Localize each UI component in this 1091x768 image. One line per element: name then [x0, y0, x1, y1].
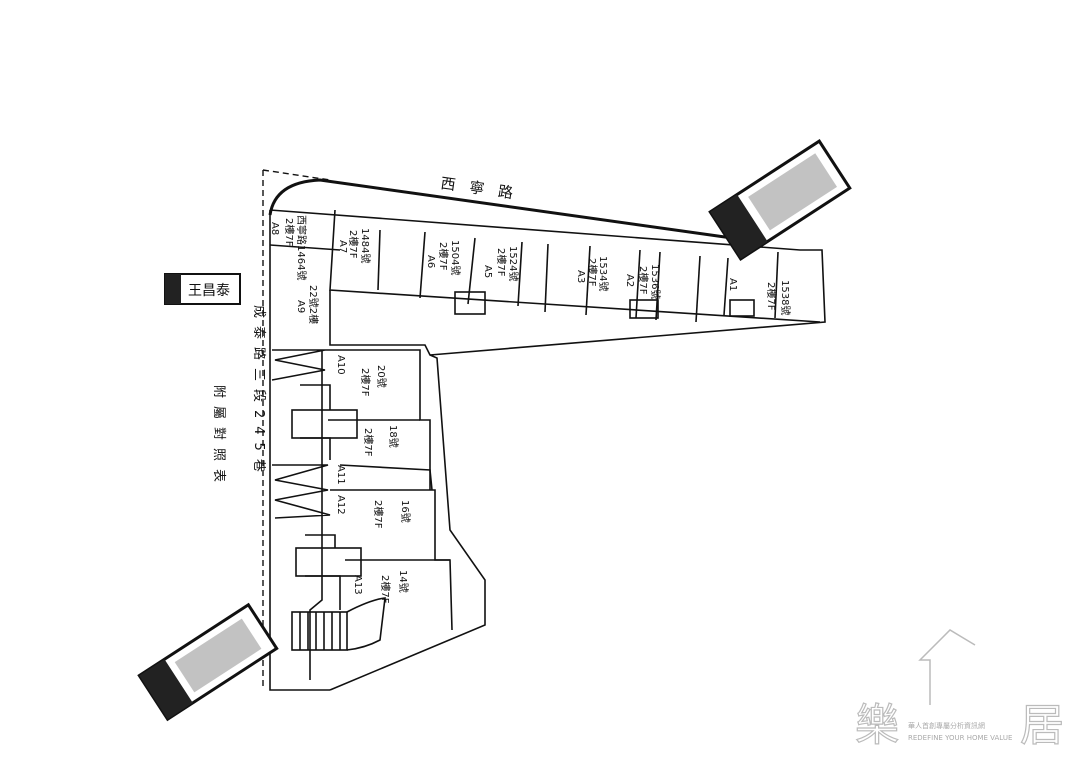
- unit-address: 20號: [375, 365, 388, 388]
- watermark-tagline-cn: 華人首創專屬分析資訊網: [908, 721, 985, 730]
- unit-address: 西寧路1464號: [295, 215, 308, 280]
- strip-outline: [269, 209, 826, 356]
- unit-floor: 2樓7F: [765, 282, 778, 311]
- unit-address: 16號: [399, 500, 412, 523]
- unit-id: A1: [727, 278, 738, 291]
- wall: [419, 231, 426, 299]
- unit-address: 1524號: [507, 246, 520, 281]
- unit-id: A11: [335, 465, 346, 485]
- unit-floor: 2樓7F: [347, 230, 360, 259]
- unit-floor: 2樓7F: [379, 575, 392, 604]
- unit-id: A7: [337, 240, 348, 253]
- watermark-tagline-en: REDEFINE YOUR HOME VALUE: [908, 734, 1012, 742]
- legend-label: 附屬對照表: [211, 385, 226, 490]
- unit-id: A8: [269, 222, 280, 235]
- staircase: [291, 597, 386, 651]
- unit-id: A13: [352, 575, 363, 595]
- unit-floor: 2樓7F: [586, 258, 599, 287]
- unit-floor: 2樓7F: [637, 266, 650, 295]
- unit-floor: 2樓7F: [437, 242, 450, 271]
- stair-box: [295, 547, 362, 577]
- unit-floor: 2樓7F: [362, 428, 375, 457]
- stair-box: [454, 291, 486, 315]
- lower-outline: [329, 290, 486, 691]
- unit-address: 1536號: [649, 264, 662, 299]
- unit-address: 1504號: [449, 240, 462, 275]
- wall: [635, 249, 641, 319]
- wall: [309, 350, 323, 680]
- boundary-dashed-top: [262, 169, 331, 181]
- watermark-char-right: 居: [1020, 700, 1064, 751]
- unit-floor: 2樓7F: [372, 500, 385, 529]
- wall: [269, 244, 341, 251]
- unit-address: 18號: [387, 425, 400, 448]
- wall: [655, 251, 661, 321]
- stair-box: [729, 299, 755, 317]
- unit-id: A5: [482, 265, 493, 278]
- wall: [774, 251, 779, 319]
- unit-address: 1534號: [597, 256, 610, 291]
- wall: [377, 229, 381, 291]
- unit-floor: 22號2樓: [307, 285, 320, 324]
- wall: [723, 257, 729, 316]
- stair-box: [629, 299, 659, 319]
- stamp-left: 王昌泰: [164, 273, 241, 305]
- unit-floor: 2樓7F: [495, 248, 508, 277]
- unit-id: A12: [335, 495, 346, 515]
- wall: [585, 245, 591, 316]
- unit-id: A9: [295, 300, 306, 313]
- wall: [300, 384, 341, 610]
- wall: [339, 464, 433, 491]
- unit-id: A2: [624, 274, 635, 287]
- wall: [467, 237, 476, 305]
- watermark-char-left: 樂: [855, 700, 899, 751]
- unit-id: A6: [425, 255, 436, 268]
- unit-floor: 2樓7F: [359, 368, 372, 397]
- stamp-bottom-left: [137, 602, 279, 722]
- unit-id: A10: [335, 355, 346, 375]
- wall: [544, 243, 549, 313]
- unit-address: 1484號: [359, 228, 372, 263]
- parking-marks: [271, 349, 331, 519]
- unit-address: 14號: [397, 570, 410, 593]
- unit-address: 1538號: [779, 280, 792, 315]
- stair-box: [291, 409, 358, 439]
- road-edge: [268, 178, 733, 240]
- unit-floor: 2樓7F: [283, 218, 296, 247]
- stamp-top-right: [708, 139, 852, 261]
- outline-left: [269, 210, 330, 691]
- wall: [345, 559, 453, 631]
- house-logo-icon: [918, 629, 976, 705]
- unit-id: A3: [575, 270, 586, 283]
- wall: [517, 241, 523, 307]
- wall: [695, 255, 701, 323]
- wall: [330, 489, 450, 561]
- stamp-text: 王昌泰: [188, 283, 230, 299]
- lane-label: 成泰路三段245巷: [251, 305, 267, 480]
- watermark-logo: 樂 居 華人首創專屬分析資訊網 REDEFINE YOUR HOME VALUE: [854, 629, 1065, 752]
